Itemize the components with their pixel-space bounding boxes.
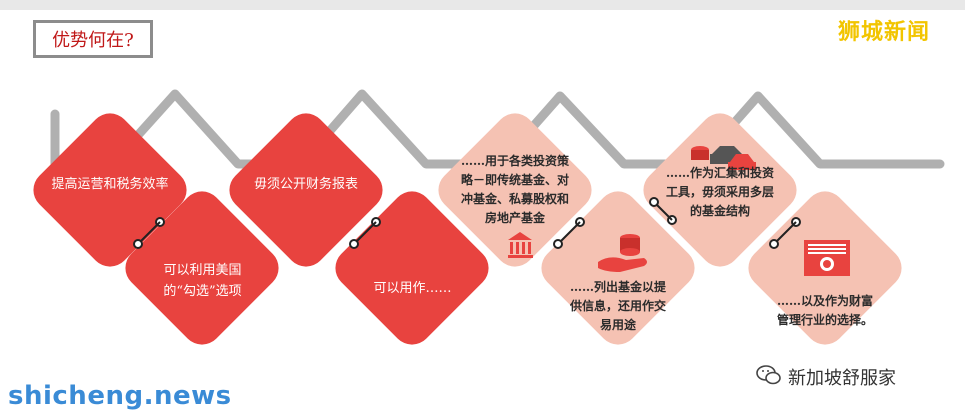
- top-bar: [0, 0, 965, 10]
- card-6-label: ……列出基金以提供信息，还用作交易用途: [569, 280, 666, 332]
- title-box: 优势何在?: [33, 20, 153, 58]
- card-shape-4: [335, 191, 489, 345]
- card-shape-7: [643, 113, 797, 267]
- watermark-account: 新加坡舒服家: [788, 368, 896, 389]
- coins-hand-icon: [598, 234, 647, 272]
- card-2-label: 可以利用美国的“勾选”选项: [163, 263, 242, 299]
- card-shape-3: [229, 113, 383, 267]
- card-3-label: 毋须公开财务报表: [253, 177, 358, 192]
- card-shape-5: [438, 113, 592, 267]
- cash-register-icon: [804, 240, 850, 276]
- card-7-label: ……作为汇集和投资工具，毋须采用多层的基金结构: [666, 166, 775, 218]
- card-5-label: ……用于各类投资策略－即传统基金、对冲基金、私募股权和房地产基金: [460, 154, 569, 225]
- money-cars-icon: [691, 146, 756, 170]
- card-8-label: ……以及作为财富管理行业的选择。: [776, 294, 873, 327]
- card-4-label: 可以用作……: [373, 281, 452, 296]
- watermark-site: shicheng.news: [8, 381, 232, 411]
- connector-5: [649, 197, 677, 225]
- card-shape-1: [33, 113, 187, 267]
- card-1-label: 提高运营和税务效率: [51, 177, 169, 192]
- card-shape-2: [125, 191, 279, 345]
- brand-logo: 狮城新闻: [838, 20, 931, 45]
- wechat-icon: [756, 365, 781, 385]
- bank-icon: [508, 232, 533, 258]
